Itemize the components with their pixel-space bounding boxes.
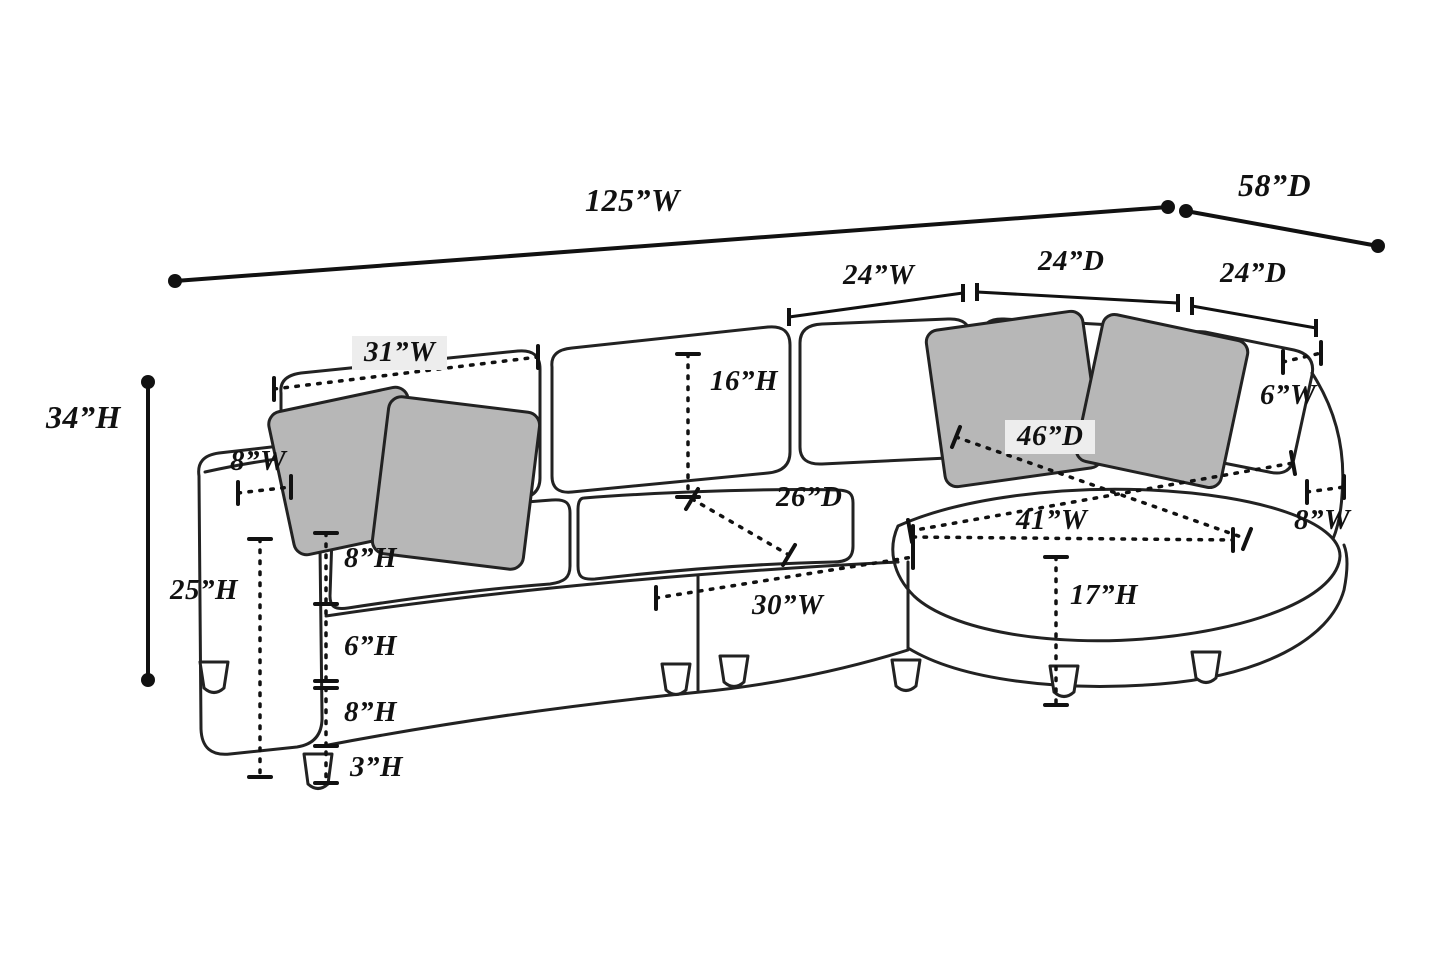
dim-line-8h-top [313, 531, 339, 606]
dim-label-arm-height: 25”H [170, 574, 239, 606]
sofa-illustration [197, 309, 1349, 790]
pillow [1074, 312, 1250, 490]
dim-label-leg-height: 3”H [350, 751, 404, 783]
dim-line-58d [1179, 204, 1385, 253]
dim-line-24w [787, 284, 965, 326]
dim-line-8w-right [1305, 474, 1346, 505]
dim-label-back-cushion-width: 31”W [352, 336, 448, 370]
dim-label-seat-depth: 26”D [776, 481, 843, 513]
dim-label-arm-width: 8”W [230, 445, 287, 477]
dim-label-chaise-height: 17”H [1070, 579, 1139, 611]
dim-line-26d [684, 487, 797, 567]
dim-label-chaise-depth: 46”D [1005, 420, 1096, 454]
dim-line-30w [654, 544, 915, 611]
dim-label-8h-top: 8”H [344, 542, 398, 574]
sofa-chaise-round-seat [891, 487, 1349, 688]
dim-label-overall-depth: 58”D [1238, 167, 1312, 203]
dim-label-chaise-width: 41”W [1016, 504, 1088, 536]
dim-line-34h [141, 375, 155, 687]
dim-line-8h-bottom [313, 686, 339, 748]
dim-label-back-24w: 24”W [843, 259, 915, 291]
pillow [370, 395, 542, 571]
dim-line-46d [950, 425, 1253, 551]
dim-line-3h [313, 750, 339, 785]
dim-label-side-8w: 8”W [1294, 504, 1351, 536]
dim-line-6w [1281, 340, 1323, 375]
dim-label-back-24d-mid: 24”D [1038, 245, 1105, 277]
dim-line-17h [1043, 555, 1069, 707]
dim-label-seat-width: 30”W [752, 589, 824, 621]
dim-line-31w [272, 344, 540, 402]
dim-label-back-24d-right: 24”D [1220, 257, 1287, 289]
pillow [924, 309, 1104, 489]
dim-line-24d-right [1190, 297, 1318, 337]
dim-label-overall-width: 125”W [585, 182, 680, 218]
dim-label-8h-bottom: 8”H [344, 696, 398, 728]
dim-line-24d-middle [975, 283, 1180, 312]
pillows-left [267, 385, 542, 571]
dim-label-back-height: 16”H [710, 365, 779, 397]
dim-line-6h [313, 609, 339, 683]
dim-label-side-6w: 6”W [1260, 379, 1317, 411]
dimension-lines [141, 200, 1385, 785]
dim-line-25h [247, 537, 273, 779]
dim-line-8w-left [236, 474, 293, 506]
sofa-feet [198, 650, 1222, 790]
dim-label-6h: 6”H [344, 630, 398, 662]
dim-label-overall-height: 34”H [46, 399, 121, 435]
pillows-right [924, 309, 1250, 490]
dim-line-125w [168, 200, 1175, 288]
